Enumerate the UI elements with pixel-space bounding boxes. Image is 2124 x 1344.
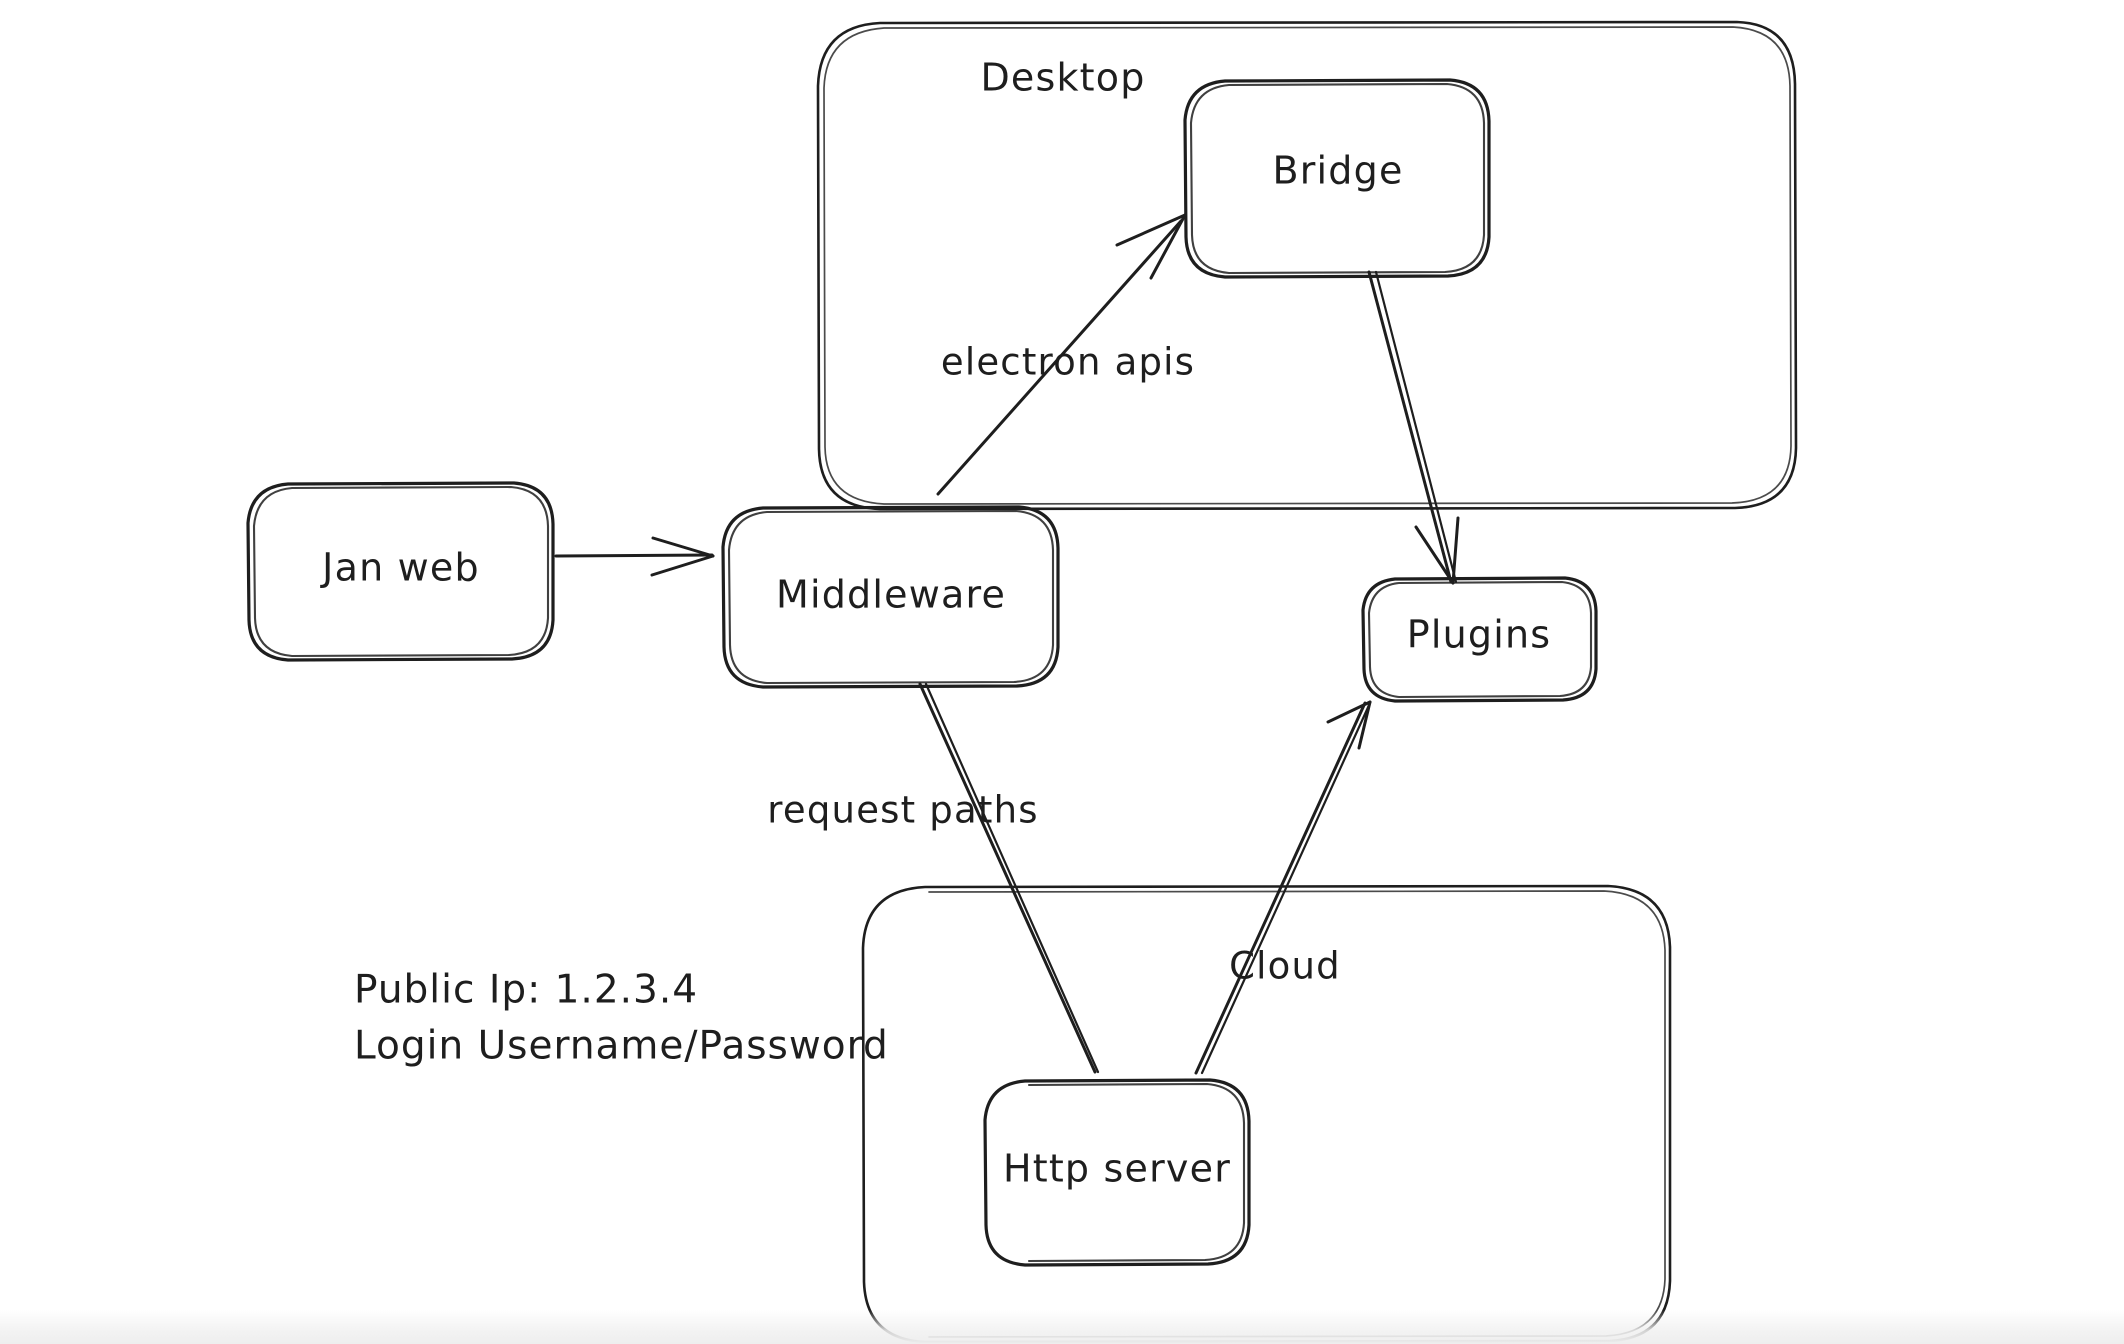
- node-jan-web[interactable]: Jan web: [246, 481, 555, 662]
- middleware-label: Middleware: [776, 573, 1006, 617]
- edge-bridge-plugins-line: [1367, 270, 1453, 584]
- http-server-box-sketch2: [1027, 1082, 1246, 1263]
- jan-web-box: [246, 481, 555, 662]
- notes-block[interactable]: Public Ip: 1.2.3.4 Login Username/Passwo…: [354, 968, 889, 1069]
- edge-janweb-to-middleware[interactable]: [554, 536, 715, 577]
- edge-middleware-to-http-server[interactable]: request paths: [767, 682, 1100, 1074]
- node-http-server[interactable]: Http server: [983, 1078, 1251, 1267]
- jan-web-box-sketch2: [252, 485, 550, 658]
- edge-http-plugins-line-sketch2: [1200, 701, 1372, 1075]
- edge-label-electron-apis: electron apis: [941, 341, 1195, 384]
- edge-middleware-to-bridge[interactable]: electron apis: [936, 213, 1195, 496]
- note-public-ip: Public Ip: 1.2.3.4: [354, 968, 698, 1013]
- edge-bridge-plugins-line-sketch2: [1374, 270, 1458, 584]
- http-server-label: Http server: [1003, 1147, 1231, 1191]
- edge-bridge-plugins-arrowhead-right: [1451, 516, 1460, 585]
- node-middleware[interactable]: Middleware: [721, 505, 1060, 689]
- bridge-box: [1183, 78, 1491, 279]
- bridge-box-sketch2: [1189, 82, 1486, 275]
- edge-middleware-http-line-sketch2: [924, 682, 1100, 1074]
- node-plugins[interactable]: Plugins: [1361, 576, 1598, 703]
- edge-http-plugins-arrowhead-lower: [1326, 700, 1372, 724]
- http-server-box: [983, 1078, 1251, 1267]
- edge-http-plugins-arrowhead-inner: [1357, 700, 1372, 750]
- edge-middleware-bridge-line: [936, 219, 1183, 496]
- node-bridge[interactable]: Bridge: [1183, 78, 1491, 279]
- desktop-group-border: [816, 20, 1798, 511]
- desktop-group-border-sketch2: [823, 26, 1792, 505]
- plugins-box-sketch2: [1367, 580, 1593, 699]
- edge-http-plugins-line: [1194, 701, 1367, 1075]
- middleware-box: [721, 505, 1060, 689]
- desktop-group-label: Desktop: [980, 56, 1145, 100]
- note-login-credentials: Login Username/Password: [354, 1024, 889, 1069]
- edge-http-server-to-plugins[interactable]: Cloud: [1194, 700, 1372, 1075]
- edge-middleware-http-line: [918, 682, 1097, 1074]
- edge-janweb-middleware-arrowhead-upper: [651, 536, 715, 558]
- middleware-box-sketch2: [727, 509, 1055, 685]
- edge-middleware-bridge-arrowhead-lower: [1149, 213, 1187, 280]
- group-desktop[interactable]: Desktop: [816, 20, 1798, 511]
- edge-middleware-bridge-arrowhead-upper: [1115, 213, 1187, 247]
- edge-bridge-to-plugins[interactable]: [1367, 270, 1460, 585]
- edge-label-request-paths: request paths: [767, 789, 1038, 832]
- jan-web-label: Jan web: [320, 546, 480, 590]
- plugins-box: [1361, 576, 1598, 703]
- edge-label-cloud: Cloud: [1229, 945, 1341, 988]
- edge-janweb-middleware-line: [554, 553, 714, 558]
- bridge-label: Bridge: [1272, 149, 1403, 193]
- edge-janweb-middleware-arrowhead-lower: [650, 554, 715, 577]
- edge-bridge-plugins-arrowhead-left: [1414, 525, 1455, 585]
- plugins-label: Plugins: [1407, 613, 1552, 657]
